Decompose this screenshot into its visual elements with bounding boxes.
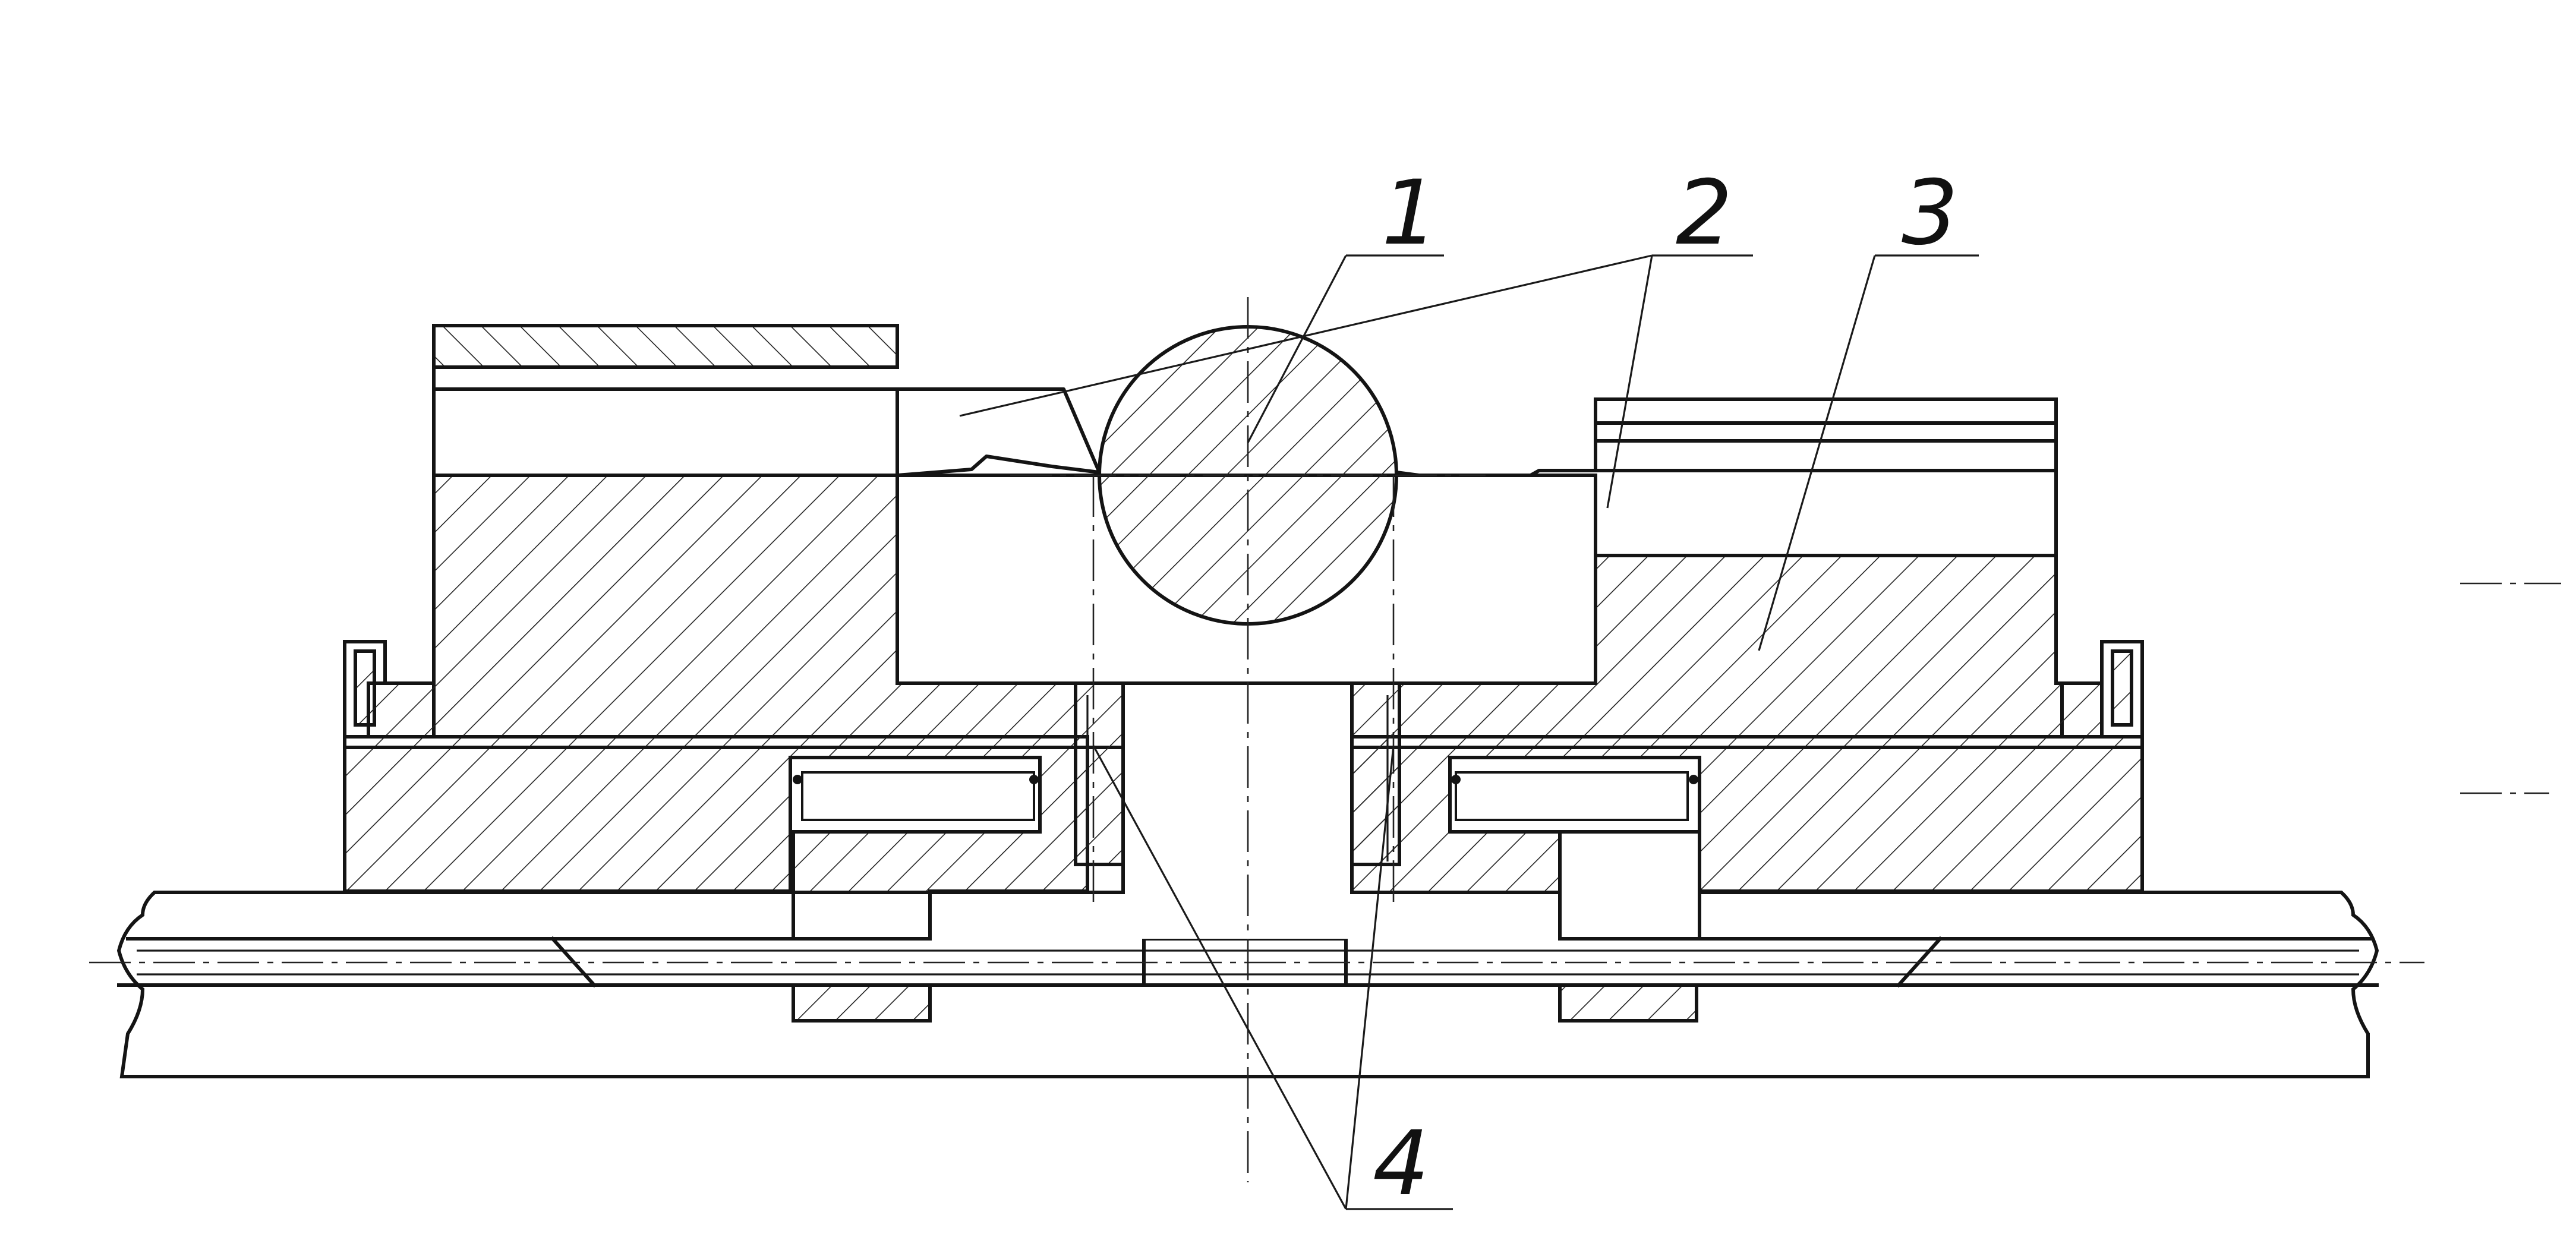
lower-housing [343,735,2144,894]
center-lines [89,297,2561,1182]
callouts: 1 2 3 4 [959,162,1979,1216]
callout-3: 3 [1902,162,1958,265]
guide-bushes [1074,681,1401,939]
left-block [367,324,1077,739]
callout-1: 1 [1382,162,1438,265]
callout-2: 2 [1676,162,1732,265]
right-block [1398,397,2104,739]
left-slider [896,387,1101,477]
callout-4: 4 [1373,1112,1429,1216]
